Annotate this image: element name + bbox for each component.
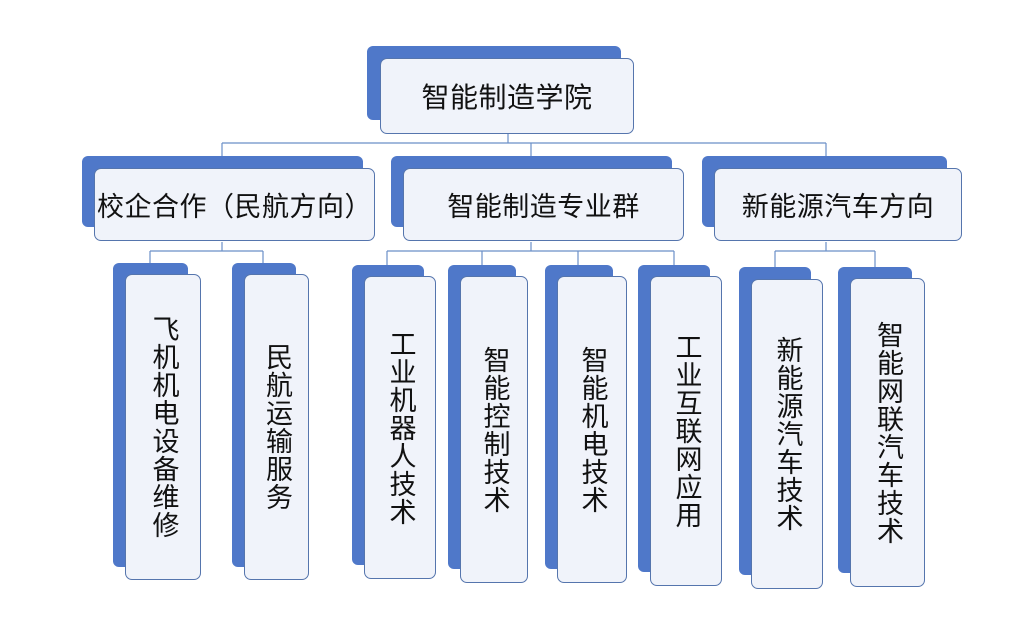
leaf-node-label: 智能控制技术 — [478, 345, 510, 514]
leaf-node-label: 工业互联网应用 — [670, 333, 702, 529]
connector-branch-2-to-children — [386, 242, 675, 265]
leaf-node-label: 工业机器人技术 — [384, 329, 416, 526]
connector-root-to-branches — [221, 134, 827, 158]
leaf-node-label: 智能机电技术 — [576, 345, 608, 514]
connector-branch-1-to-children — [149, 242, 264, 264]
leaf-node-label: 智能网联汽车技术 — [872, 320, 903, 545]
branch-node-label: 智能制造专业群 — [447, 192, 640, 223]
branch-node-label: 新能源汽车方向 — [741, 192, 935, 223]
root-node-label: 智能制造学院 — [421, 81, 593, 114]
leaf-node-label: 新能源汽车技术 — [771, 336, 803, 532]
connector-branch-3-to-children — [774, 242, 876, 267]
leaf-node-label: 飞机机电设备维修 — [147, 315, 179, 539]
leaf-node-label: 民航运输服务 — [261, 343, 292, 511]
branch-node-label: 校企合作（民航方向） — [97, 192, 372, 223]
